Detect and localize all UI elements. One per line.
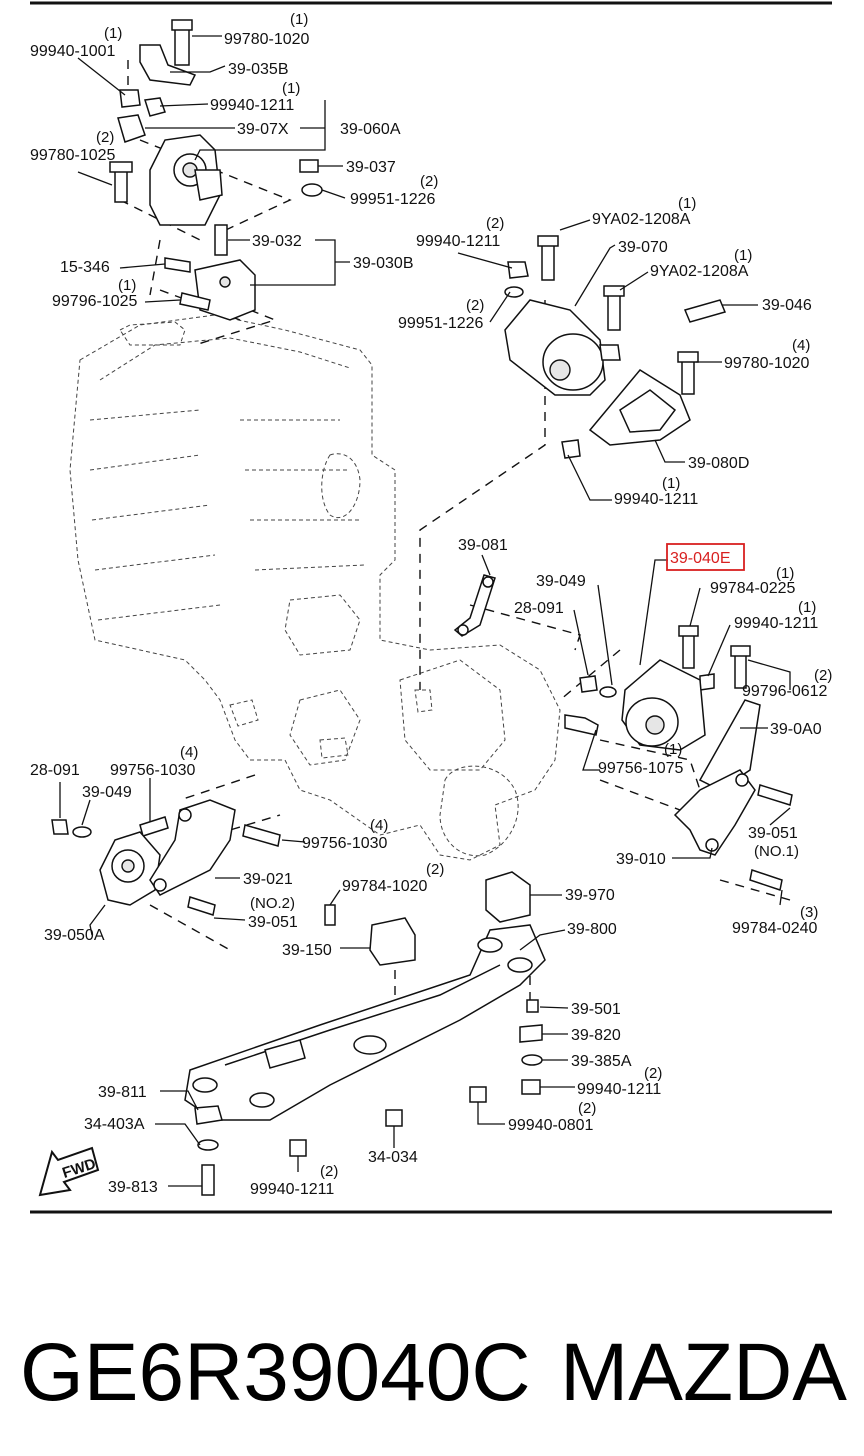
quantity-label: (1) bbox=[664, 741, 682, 758]
callout-label: 39-050A bbox=[44, 927, 105, 944]
callout-label: 39-021 bbox=[243, 871, 293, 888]
callout-label: 99780-1020 bbox=[224, 31, 310, 48]
callout-label: 9YA02-1208A bbox=[650, 263, 749, 280]
callout-label: 39-010 bbox=[616, 851, 666, 868]
stay-39-081 bbox=[453, 574, 496, 637]
quantity-label: (2) bbox=[96, 129, 114, 146]
callout-label: 99756-1030 bbox=[110, 762, 196, 779]
callout-label: 39-037 bbox=[346, 159, 396, 176]
callout-label: 39-820 bbox=[571, 1027, 621, 1044]
callout-label: 28-091 bbox=[30, 762, 80, 779]
highlight-box bbox=[666, 543, 745, 571]
callout-label: 39-049 bbox=[82, 784, 132, 801]
quantity-label: (1) bbox=[662, 475, 680, 492]
callout-label: 39-811 bbox=[98, 1084, 147, 1101]
crossmember-39-800 bbox=[184, 871, 546, 1196]
callout-label: 99940-1211 bbox=[210, 97, 294, 114]
callout-label: (NO.2) bbox=[250, 895, 295, 912]
callout-label: 99780-1020 bbox=[724, 355, 810, 372]
callout-label: 39-0A0 bbox=[770, 721, 822, 738]
quantity-label: (2) bbox=[426, 861, 444, 878]
mount-39-040e bbox=[564, 625, 793, 891]
callout-label: 39-032 bbox=[252, 233, 302, 250]
quantity-label: (4) bbox=[370, 817, 388, 834]
callout-label: 39-070 bbox=[618, 239, 668, 256]
callout-label: 99756-1075 bbox=[598, 760, 684, 777]
callout-label: 99780-1025 bbox=[30, 147, 116, 164]
callout-label-highlighted: 39-040E bbox=[670, 550, 731, 567]
callout-label: 39-813 bbox=[108, 1179, 158, 1196]
callout-label: 39-800 bbox=[567, 921, 617, 938]
bracket-39-030b bbox=[164, 224, 256, 321]
quantity-label: (2) bbox=[420, 173, 438, 190]
mount-39-070 bbox=[504, 235, 625, 396]
callout-label: 99784-1020 bbox=[342, 878, 428, 895]
callout-label: 99756-1030 bbox=[302, 835, 388, 852]
quantity-label: (1) bbox=[734, 247, 752, 264]
quantity-label: (2) bbox=[486, 215, 504, 232]
callout-label: 39-080D bbox=[688, 455, 749, 472]
quantity-label: (1) bbox=[118, 277, 136, 294]
quantity-label: (1) bbox=[282, 80, 300, 97]
quantity-label: (1) bbox=[290, 11, 308, 28]
bracket-39-080d bbox=[561, 299, 727, 459]
callout-label: 99940-1001 bbox=[30, 43, 116, 60]
callout-label: 39-385A bbox=[571, 1053, 632, 1070]
upper-left-mount bbox=[109, 19, 323, 226]
callout-label: (NO.1) bbox=[754, 843, 799, 860]
quantity-label: (1) bbox=[678, 195, 696, 212]
callout-label: 39-051 bbox=[748, 825, 798, 842]
brand-name: MAZDA bbox=[560, 1327, 847, 1418]
quantity-label: (2) bbox=[814, 667, 832, 684]
callout-label: 9YA02-1208A bbox=[592, 211, 691, 228]
callout-label: 99796-0612 bbox=[742, 683, 828, 700]
callout-labels: 99940-1001 99780-1020 39-035B 99940-1211… bbox=[30, 31, 828, 1198]
callout-label: 15-346 bbox=[60, 259, 110, 276]
callout-label: 99951-1226 bbox=[398, 315, 484, 332]
callout-label: 39-501 bbox=[571, 1001, 621, 1018]
callout-label: 99951-1226 bbox=[350, 191, 436, 208]
quantity-label: (1) bbox=[798, 599, 816, 616]
quantity-label: (2) bbox=[320, 1163, 338, 1180]
quantity-label: (4) bbox=[180, 744, 198, 761]
fwd-arrow-icon: FWD bbox=[38, 1146, 100, 1197]
callout-label: 39-046 bbox=[762, 297, 812, 314]
quantity-label: (2) bbox=[644, 1065, 662, 1082]
callout-label: 39-081 bbox=[458, 537, 508, 554]
leader-lines bbox=[59, 35, 791, 1187]
callout-label: 99784-0240 bbox=[732, 920, 818, 937]
callout-label: 99940-1211 bbox=[614, 491, 698, 508]
callout-label: 39-035B bbox=[228, 61, 289, 78]
quantity-label: (4) bbox=[792, 337, 810, 354]
callout-label: 39-049 bbox=[536, 573, 586, 590]
callout-label: 39-030B bbox=[353, 255, 414, 272]
callout-label: 34-403A bbox=[84, 1116, 145, 1133]
callout-label: 39-07X bbox=[237, 121, 289, 138]
callout-label: 34-034 bbox=[368, 1149, 418, 1166]
quantity-labels: (1) (1) (1) (2) (2) (1) (2) (1) (1) (2) … bbox=[96, 11, 832, 1180]
callout-label: 39-150 bbox=[282, 942, 332, 959]
callout-label: 39-060A bbox=[340, 121, 401, 138]
quantity-label: (3) bbox=[800, 904, 818, 921]
callout-label: 99940-1211 bbox=[577, 1081, 661, 1098]
callout-label: 28-091 bbox=[514, 600, 564, 617]
callout-label: 99940-1211 bbox=[416, 233, 500, 250]
callout-label: 99940-1211 bbox=[734, 615, 818, 632]
quantity-label: (1) bbox=[776, 565, 794, 582]
callout-label: 39-970 bbox=[565, 887, 615, 904]
callout-label: 99940-0801 bbox=[508, 1117, 594, 1134]
quantity-label: (2) bbox=[578, 1100, 596, 1117]
part-number: GE6R39040C bbox=[20, 1327, 531, 1418]
engine-outline bbox=[69, 314, 561, 861]
callout-label: 99940-1211 bbox=[250, 1181, 334, 1198]
callout-label: 99784-0225 bbox=[710, 580, 796, 597]
mount-39-050a bbox=[51, 799, 281, 916]
callout-label: 39-051 bbox=[248, 914, 298, 931]
callout-label: 99796-1025 bbox=[52, 293, 138, 310]
quantity-label: (1) bbox=[104, 25, 122, 42]
quantity-label: (2) bbox=[466, 297, 484, 314]
